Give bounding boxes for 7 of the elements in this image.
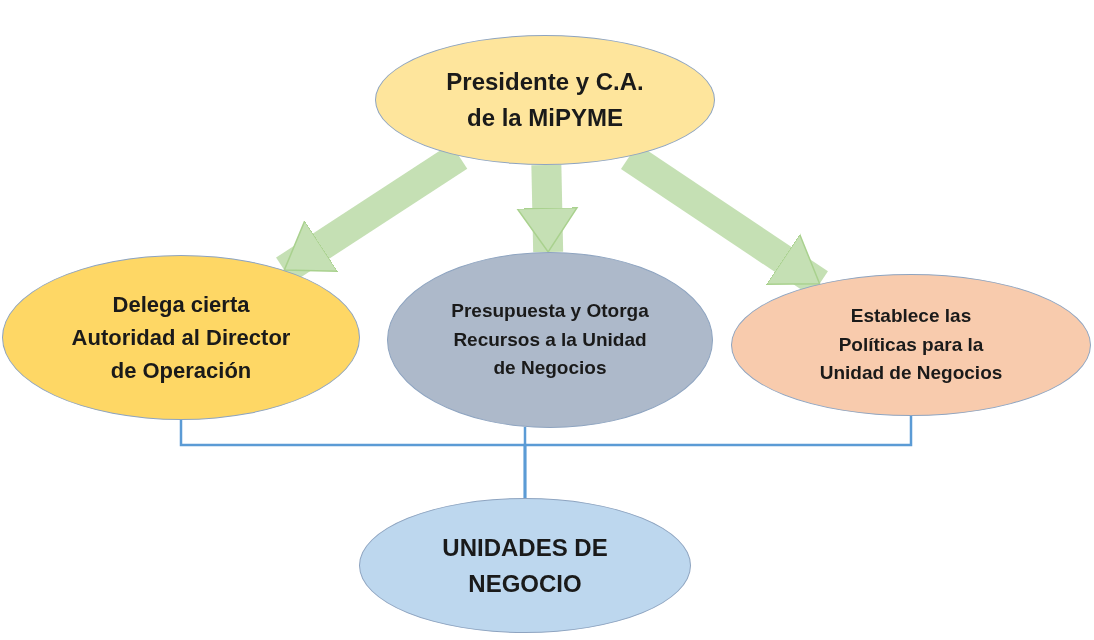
- node-label: UNIDADES DE NEGOCIO: [441, 532, 609, 599]
- node-label: Establece las Políticas para la Unidad de Negocios: [818, 304, 1004, 386]
- node-label: Delega cierta Autoridad al Director de Operación: [71, 291, 291, 385]
- connector-line: [523, 416, 913, 498]
- node-label: Presidente y C.A. de la MiPYME: [445, 67, 645, 133]
- block-arrow: [516, 164, 578, 253]
- node-label: Presupuesta y Otorga Recursos a la Unidad de Negocios: [450, 299, 650, 381]
